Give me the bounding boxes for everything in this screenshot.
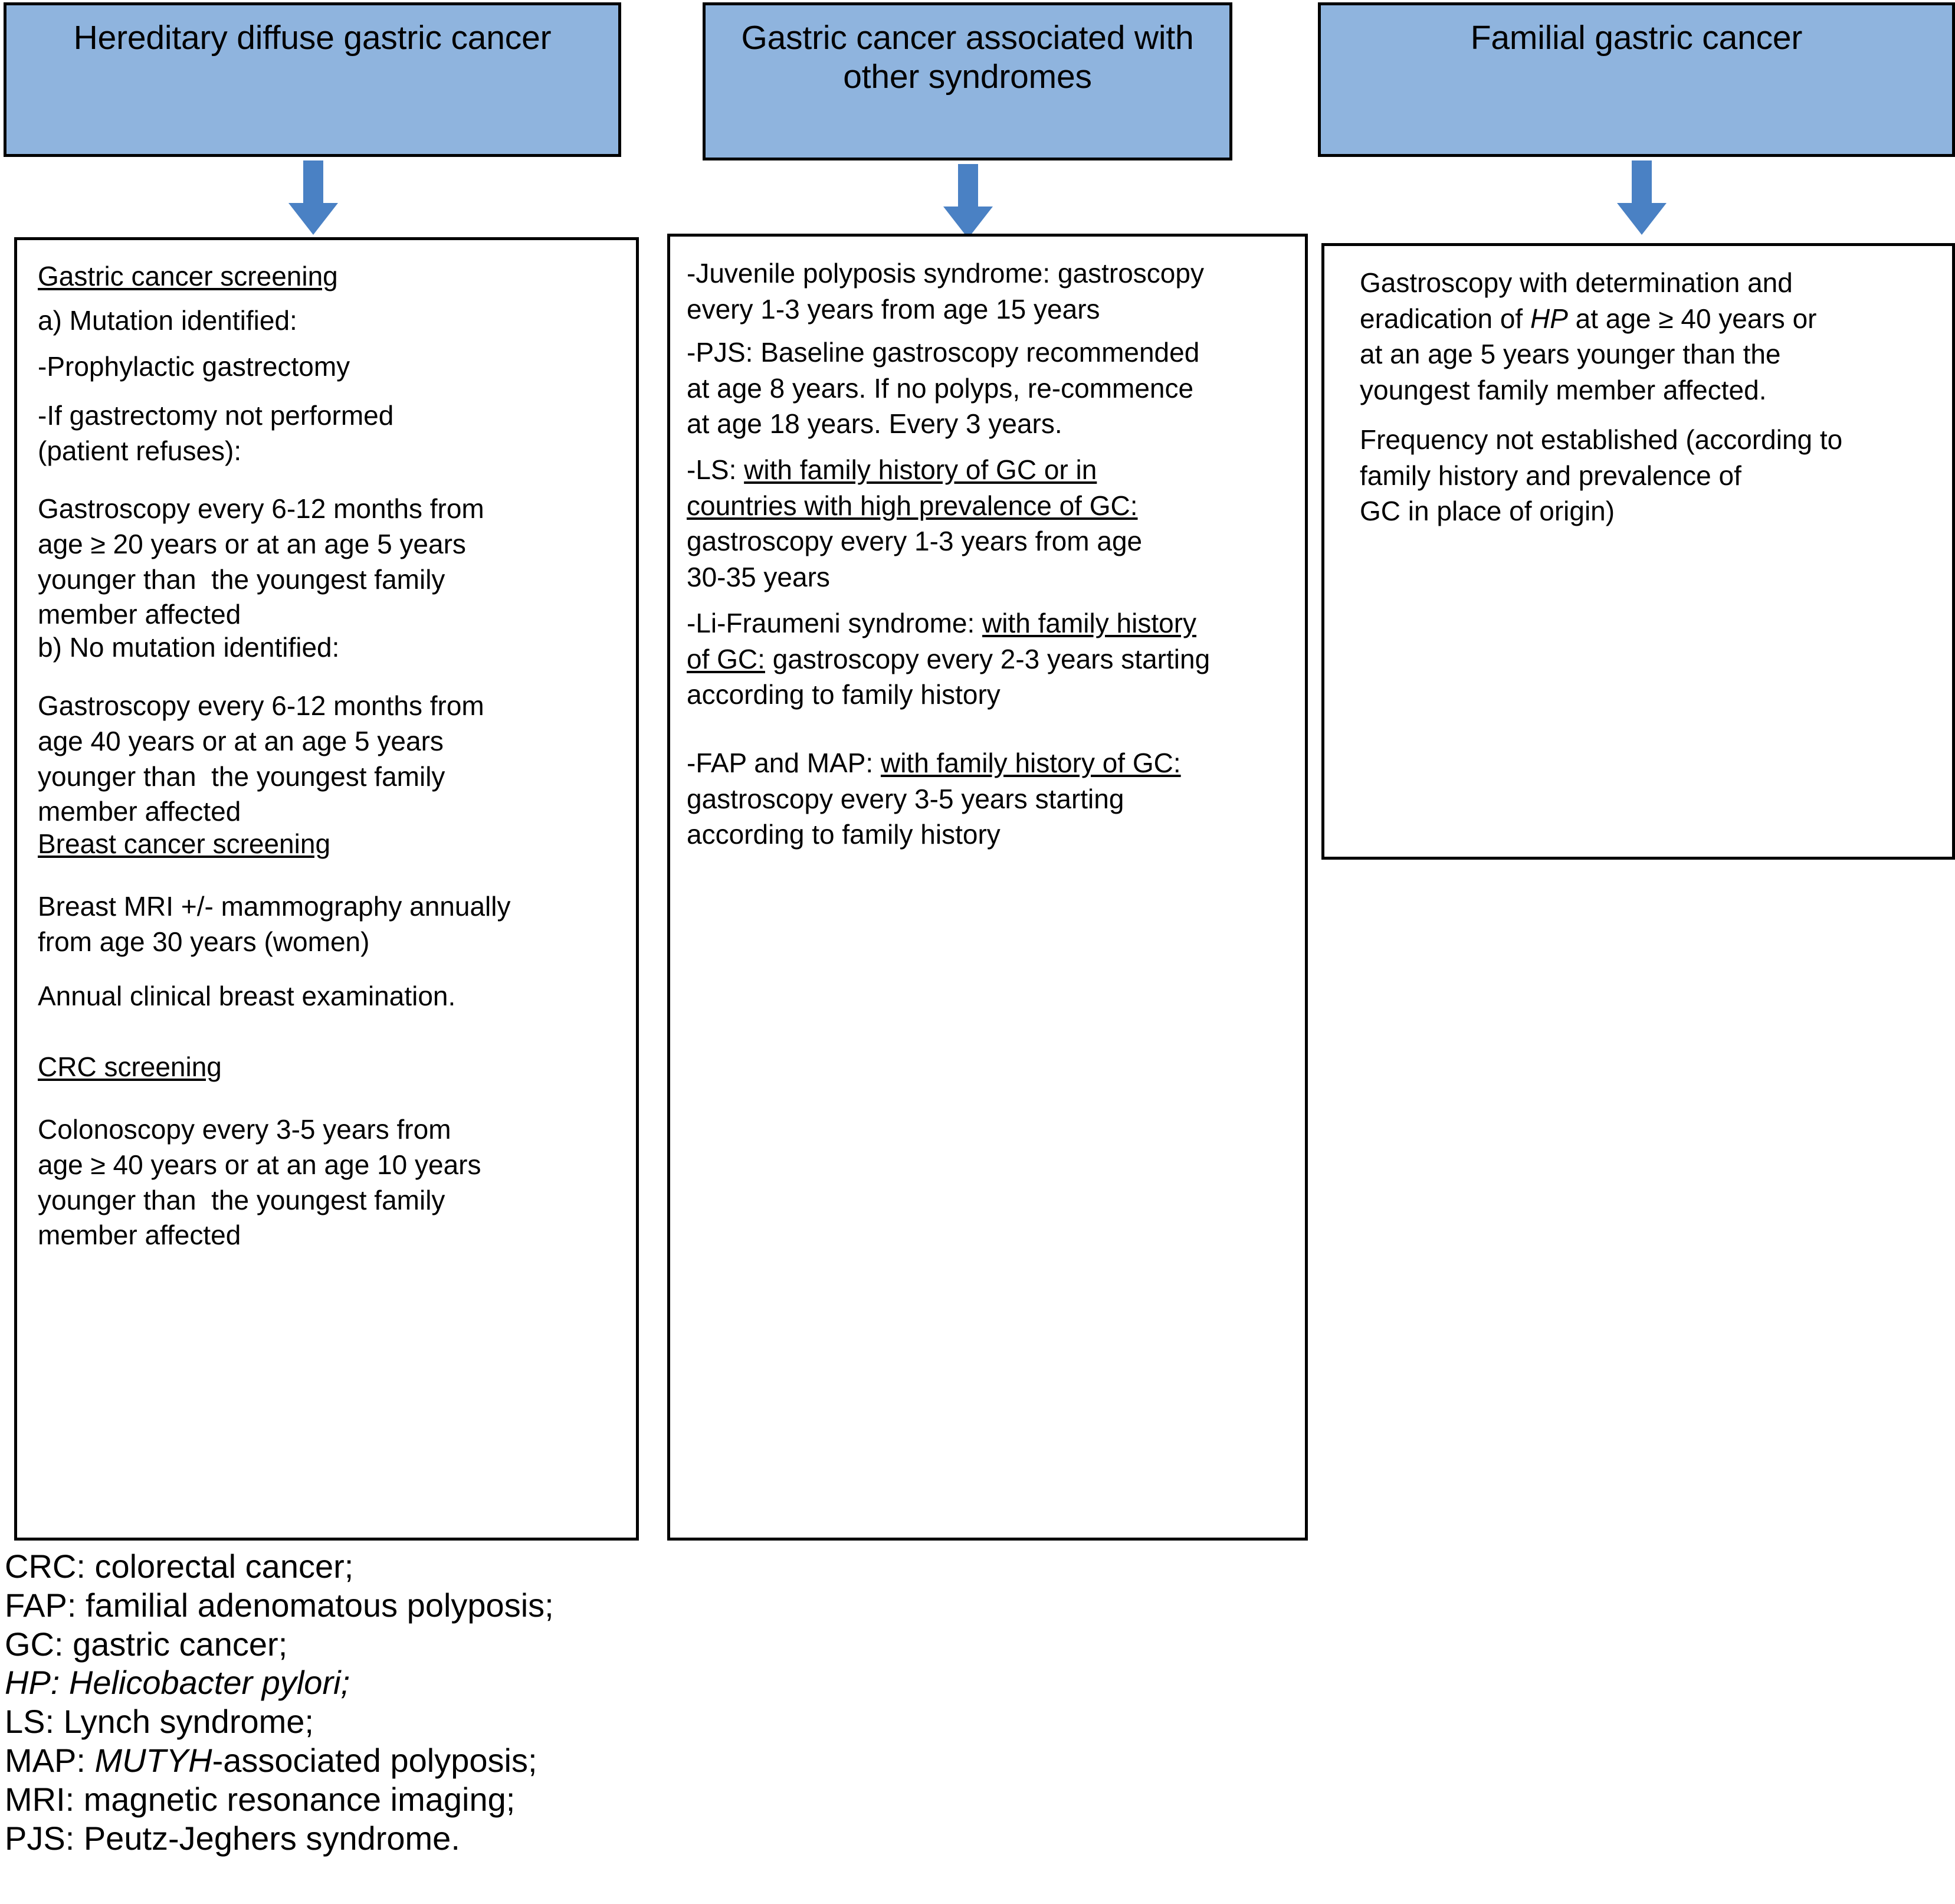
legend-text-italic: HP: Helicobacter pylori; (5, 1664, 350, 1702)
text-if-gastrectomy-not-performed: -If gastrectomy not performed (patient r… (38, 400, 394, 466)
legend-text: -associated polyposis; (212, 1741, 537, 1779)
legend-text: MAP: (5, 1741, 95, 1779)
text-colonoscopy-schedule: Colonoscopy every 3-5 years from age ≥ 4… (38, 1114, 481, 1251)
text-ls-underlined: with family history of GC or in countrie… (687, 454, 1138, 521)
legend-item-ls: LS: Lynch syndrome; (5, 1702, 831, 1741)
text-fap-map-schedule: -FAP and MAP: with family history of GC:… (687, 745, 1181, 853)
legend-text: FAP: familial adenomatous polyposis; (5, 1586, 554, 1624)
legend-text: PJS: Peutz-Jeghers syndrome. (5, 1819, 460, 1857)
content-box-gastric-cancer-other-syndromes: -Juvenile polyposis syndrome: gastroscop… (667, 234, 1308, 1541)
text-lf-suffix: gastroscopy every 2-3 years starting acc… (687, 643, 1211, 710)
legend-item-fap: FAP: familial adenomatous polyposis; (5, 1586, 831, 1625)
text-no-mutation-identified: b) No mutation identified: (38, 632, 340, 663)
legend-text: CRC: colorectal cancer; (5, 1548, 354, 1585)
text-li-fraumeni-schedule: -Li-Fraumeni syndrome: with family histo… (687, 605, 1210, 713)
legend-text: GC: gastric cancer; (5, 1625, 288, 1663)
text-ls-suffix: gastroscopy every 1-3 years from age 30-… (687, 526, 1143, 593)
legend-item-crc: CRC: colorectal cancer; (5, 1547, 831, 1586)
text-gastroscopy-hp-eradication: Gastroscopy with determination and eradi… (1360, 265, 1816, 408)
header-label-3: Familial gastric cancer (1470, 19, 1803, 57)
heading-breast-cancer-screening: Breast cancer screening (38, 828, 331, 859)
abbreviations-legend: CRC: colorectal cancer; FAP: familial ad… (5, 1547, 831, 1857)
text-gastroscopy-schedule-no-mutation: Gastroscopy every 6-12 months from age 4… (38, 690, 484, 827)
legend-text-italic: MUTYH (94, 1741, 212, 1779)
text-ls-prefix: -LS: (687, 454, 744, 485)
text-pjs-schedule: -PJS: Baseline gastroscopy recommended a… (687, 337, 1200, 440)
text-fap-prefix: -FAP and MAP: (687, 748, 881, 778)
text-lf-prefix: -Li-Fraumeni syndrome: (687, 608, 983, 638)
arrow-down-icon (284, 160, 343, 237)
header-box-gastric-cancer-associated-with-other-syndromes: Gastric cancer associated with other syn… (703, 2, 1232, 160)
text-hp-abbrev: HP (1530, 303, 1568, 334)
text-annual-clinical-breast-examination: Annual clinical breast examination. (38, 981, 456, 1011)
header-box-familial-gastric-cancer: Familial gastric cancer (1318, 2, 1955, 157)
text-mutation-identified: a) Mutation identified: (38, 305, 297, 336)
arrow-down-icon (939, 164, 998, 241)
text-gastroscopy-pre: Gastroscopy with determination and eradi… (1360, 267, 1793, 334)
text-breast-mri: Breast MRI +/- mammography annually from… (38, 891, 511, 957)
text-fap-suffix: gastroscopy every 3-5 years starting acc… (687, 783, 1124, 850)
heading-gastric-cancer-screening: Gastric cancer screening (38, 261, 338, 291)
heading-crc-screening: CRC screening (38, 1051, 222, 1082)
arrow-down-icon (1612, 160, 1671, 237)
text-ls-schedule: -LS: with family history of GC or in cou… (687, 452, 1142, 595)
legend-text: MRI: magnetic resonance imaging; (5, 1780, 516, 1818)
text-gastroscopy-post: at age ≥ 40 years or at an age 5 years y… (1360, 303, 1817, 406)
legend-item-gc: GC: gastric cancer; (5, 1625, 831, 1664)
text-lf-underlined: with family history of GC: (687, 608, 1197, 674)
text-fap-underlined: with family history of GC: (880, 748, 1181, 778)
text-gastroscopy-schedule-mutation: Gastroscopy every 6-12 months from age ≥… (38, 493, 484, 630)
legend-item-mri: MRI: magnetic resonance imaging; (5, 1780, 831, 1819)
header-label-1: Hereditary diffuse gastric cancer (73, 19, 552, 57)
text-frequency-not-established: Frequency not established (according to … (1360, 424, 1843, 527)
header-label-2: Gastric cancer associated with other syn… (741, 19, 1194, 96)
legend-item-map: MAP: MUTYH-associated polyposis; (5, 1741, 831, 1780)
legend-text: LS: Lynch syndrome; (5, 1703, 314, 1741)
content-box-familial-gastric-cancer: Gastroscopy with determination and eradi… (1321, 243, 1955, 860)
content-box-hereditary-diffuse-gastric-cancer: Gastric cancer screening a) Mutation ide… (14, 237, 639, 1541)
legend-item-hp: HP: Helicobacter pylori; (5, 1663, 831, 1702)
text-prophylactic-gastrectomy: -Prophylactic gastrectomy (38, 351, 350, 382)
legend-item-pjs: PJS: Peutz-Jeghers syndrome. (5, 1819, 831, 1858)
text-juvenile-polyposis-syndrome: -Juvenile polyposis syndrome: gastroscop… (687, 258, 1204, 325)
header-box-hereditary-diffuse-gastric-cancer: Hereditary diffuse gastric cancer (4, 2, 621, 157)
